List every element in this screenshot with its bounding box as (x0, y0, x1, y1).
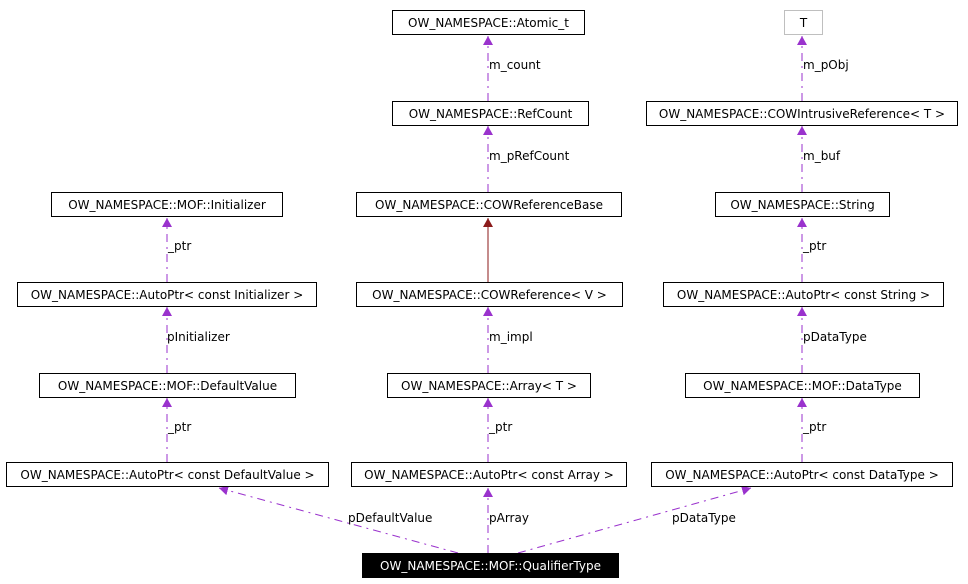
node-cow-intrusive-reference[interactable]: OW_NAMESPACE::COWIntrusiveReference< T > (646, 101, 958, 126)
label-ptr-array: _ptr (489, 420, 513, 434)
label-pdatatype-mid: pDataType (803, 330, 867, 344)
edge-pdefaultvalue (218, 485, 459, 554)
label-ptr-initializer: _ptr (168, 239, 192, 253)
node-autoptr-string[interactable]: OW_NAMESPACE::AutoPtr< const String > (663, 282, 944, 307)
node-cow-reference[interactable]: OW_NAMESPACE::COWReference< V > (356, 282, 623, 307)
label-m-impl: m_impl (489, 330, 533, 344)
node-array[interactable]: OW_NAMESPACE::Array< T > (387, 373, 591, 398)
label-ptr-defaultvalue: _ptr (168, 420, 192, 434)
node-cow-reference-base[interactable]: OW_NAMESPACE::COWReferenceBase (356, 192, 622, 217)
node-atomic-t[interactable]: OW_NAMESPACE::Atomic_t (392, 10, 585, 35)
node-autoptr-datatype[interactable]: OW_NAMESPACE::AutoPtr< const DataType > (651, 462, 953, 487)
node-mof-datatype[interactable]: OW_NAMESPACE::MOF::DataType (685, 373, 920, 398)
node-autoptr-defaultvalue[interactable]: OW_NAMESPACE::AutoPtr< const DefaultValu… (6, 462, 329, 487)
node-mof-defaultvalue[interactable]: OW_NAMESPACE::MOF::DefaultValue (39, 373, 296, 398)
node-mof-initializer[interactable]: OW_NAMESPACE::MOF::Initializer (51, 192, 283, 217)
label-m-count: m_count (489, 58, 541, 72)
label-ptr-string: _ptr (803, 239, 827, 253)
label-pinitializer: pInitializer (167, 330, 230, 344)
node-refcount[interactable]: OW_NAMESPACE::RefCount (392, 101, 589, 126)
node-string[interactable]: OW_NAMESPACE::String (715, 192, 890, 217)
label-m-prefcount: m_pRefCount (489, 149, 570, 163)
label-parray: pArray (489, 511, 529, 525)
node-autoptr-array[interactable]: OW_NAMESPACE::AutoPtr< const Array > (351, 462, 627, 487)
label-ptr-datatype: _ptr (803, 420, 827, 434)
label-pdatatype-bottom: pDataType (672, 511, 736, 525)
label-pdefaultvalue: pDefaultValue (348, 511, 433, 525)
node-qualifiertype-focus: OW_NAMESPACE::MOF::QualifierType (362, 553, 619, 578)
label-m-buf: m_buf (803, 149, 841, 163)
node-autoptr-initializer[interactable]: OW_NAMESPACE::AutoPtr< const Initializer… (17, 282, 317, 307)
node-t: T (784, 10, 823, 35)
edge-pdatatype-bottom (517, 485, 752, 554)
label-m-pobj: m_pObj (803, 58, 849, 72)
